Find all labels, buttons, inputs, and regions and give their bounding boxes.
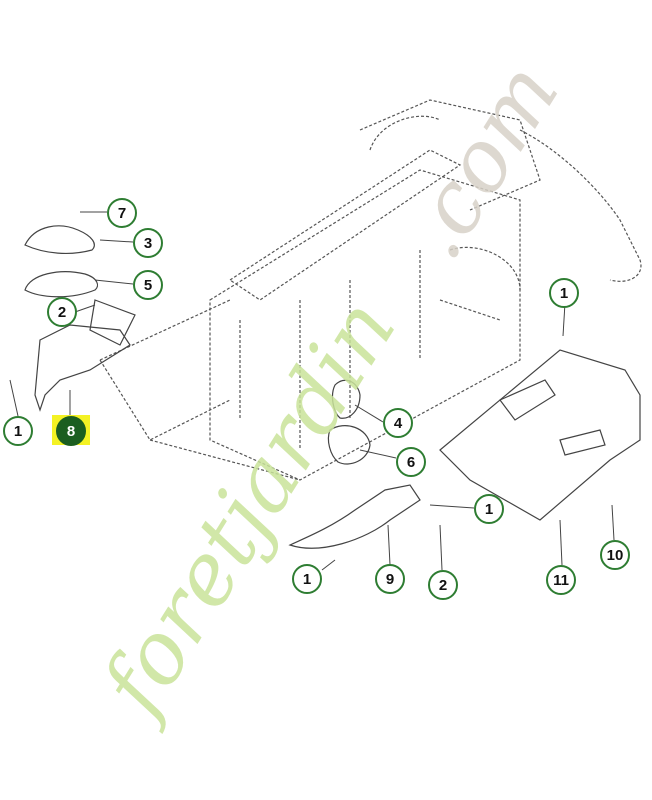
callout-6[interactable]: 6 xyxy=(396,447,426,477)
callout-8[interactable]: 8 xyxy=(56,416,86,446)
callout-1-right[interactable]: 1 xyxy=(549,278,579,308)
callout-10[interactable]: 10 xyxy=(600,540,630,570)
callout-4[interactable]: 4 xyxy=(383,408,413,438)
callout-2-lower[interactable]: 2 xyxy=(428,570,458,600)
callout-9[interactable]: 9 xyxy=(375,564,405,594)
callout-3[interactable]: 3 xyxy=(133,228,163,258)
leader-lines xyxy=(9,211,615,571)
callout-1-left[interactable]: 1 xyxy=(3,416,33,446)
callout-1-bottom[interactable]: 1 xyxy=(292,564,322,594)
callout-1-center[interactable]: 1 xyxy=(474,494,504,524)
frame-dashed-outline xyxy=(99,99,642,481)
part-outlines xyxy=(24,225,641,549)
callout-2-upper[interactable]: 2 xyxy=(47,297,77,327)
callout-7[interactable]: 7 xyxy=(107,198,137,228)
callout-5[interactable]: 5 xyxy=(133,270,163,300)
callout-11[interactable]: 11 xyxy=(546,565,576,595)
